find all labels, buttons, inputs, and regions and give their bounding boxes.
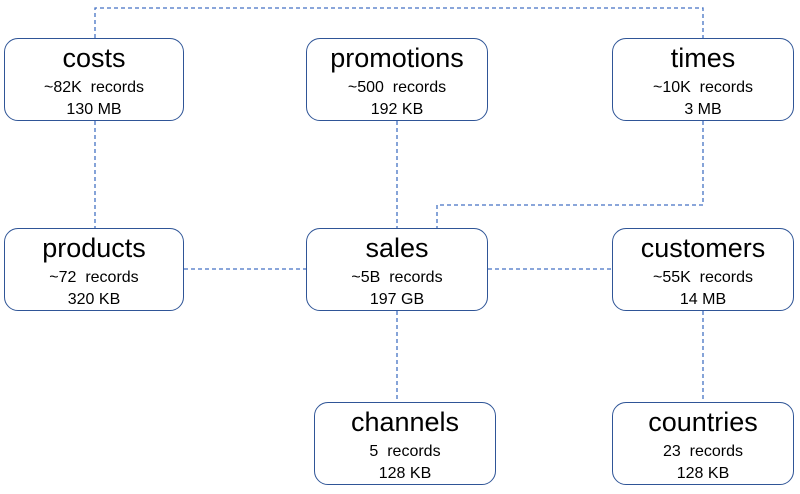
record-count: ~82K records xyxy=(43,79,145,96)
table-size: 128 KB xyxy=(676,465,730,482)
record-count: ~10K records xyxy=(652,79,754,96)
table-size: 130 MB xyxy=(66,101,122,118)
table-name: products xyxy=(42,233,146,263)
table-name: customers xyxy=(640,233,766,263)
table-size: 128 KB xyxy=(378,465,432,482)
table-name: channels xyxy=(350,407,460,437)
table-node-times: times ~10K records 3 MB xyxy=(612,38,794,121)
table-node-countries: countries 23 records 128 KB xyxy=(612,402,794,485)
table-size: 192 KB xyxy=(370,101,424,118)
table-node-sales: sales ~5B records 197 GB xyxy=(306,228,488,311)
table-size: 3 MB xyxy=(684,101,722,118)
record-count: 23 records xyxy=(662,443,744,460)
record-count: ~72 records xyxy=(49,269,139,286)
edge-costs-times xyxy=(94,7,704,38)
table-size: 320 KB xyxy=(67,291,121,308)
table-name: countries xyxy=(648,407,758,437)
record-count: 5 records xyxy=(369,443,441,460)
table-node-promotions: promotions ~500 records 192 KB xyxy=(306,38,488,121)
table-name: sales xyxy=(365,233,429,263)
record-count: ~55K records xyxy=(652,269,754,286)
table-size: 14 MB xyxy=(679,291,727,308)
table-name: times xyxy=(670,43,736,73)
table-node-costs: costs ~82K records 130 MB xyxy=(4,38,184,121)
table-node-customers: customers ~55K records 14 MB xyxy=(612,228,794,311)
table-size: 197 GB xyxy=(369,291,425,308)
record-count: ~500 records xyxy=(347,79,447,96)
table-node-products: products ~72 records 320 KB xyxy=(4,228,184,311)
record-count: ~5B records xyxy=(351,269,443,286)
table-name: promotions xyxy=(330,43,464,73)
edge-times-sales xyxy=(436,121,704,228)
table-name: costs xyxy=(62,43,126,73)
table-node-channels: channels 5 records 128 KB xyxy=(314,402,496,485)
